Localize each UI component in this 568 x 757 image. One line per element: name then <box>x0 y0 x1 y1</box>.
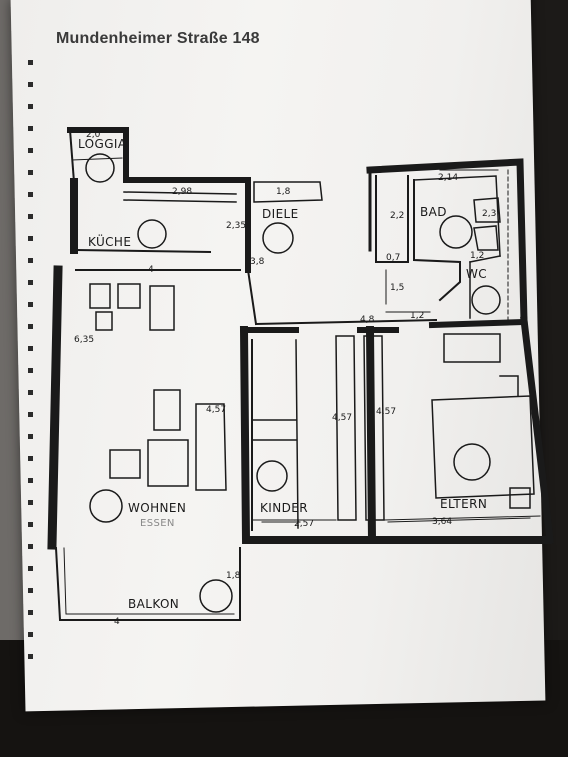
dim-diele-top: 1,8 <box>276 187 291 197</box>
dim-bad-right: 2,3 <box>482 209 496 219</box>
dim-bad-small: 0,7 <box>386 253 400 263</box>
dim-balkon-side: 1,8 <box>226 571 241 581</box>
dim-bad-left: 2,2 <box>390 211 404 221</box>
room-label-wohnen: WOHNEN <box>128 501 186 515</box>
dim-diele-height: 3,8 <box>250 257 265 267</box>
dim-corridor-small: 1,2 <box>410 311 424 321</box>
dim-diele-side: 2,35 <box>226 221 246 231</box>
dim-kinder-left: 4,57 <box>332 413 352 423</box>
punch-holes <box>28 60 34 660</box>
room-label-diele: DIELE <box>262 207 299 221</box>
room-label-eltern: ELTERN <box>440 497 487 511</box>
room-label-kueche: KÜCHE <box>88 233 131 249</box>
dim-bad-top: 2,14 <box>438 173 458 183</box>
room-label-wc: WC <box>466 267 487 281</box>
room-label-bad: BAD <box>420 205 447 219</box>
dim-corridor-horizontal: 4,8 <box>360 315 375 325</box>
room-label-loggia: LOGGIA <box>78 137 127 151</box>
dim-wc-small: 1,2 <box>470 251 484 261</box>
dim-kitchen-width: 2,98 <box>172 187 192 197</box>
page-title: Mundenheimer Straße 148 <box>56 30 260 47</box>
dim-living-height: 6,35 <box>74 335 94 345</box>
dim-corridor-vertical: 1,5 <box>390 283 404 293</box>
dim-kinder-width: 2,57 <box>294 519 314 529</box>
dim-loggia-width: 2,0 <box>86 130 101 140</box>
dim-eltern-width: 3,64 <box>432 517 452 527</box>
dim-kueche-width: 4 <box>148 265 154 275</box>
room-label-kinder: KINDER <box>260 501 308 515</box>
dim-living-inner: 4,57 <box>206 405 226 415</box>
room-label-essen: ESSEN <box>140 518 175 529</box>
dim-kinder-right: 4,57 <box>376 407 396 417</box>
dim-balkon-width: 4 <box>114 617 120 627</box>
room-label-balkon: BALKON <box>128 597 179 611</box>
